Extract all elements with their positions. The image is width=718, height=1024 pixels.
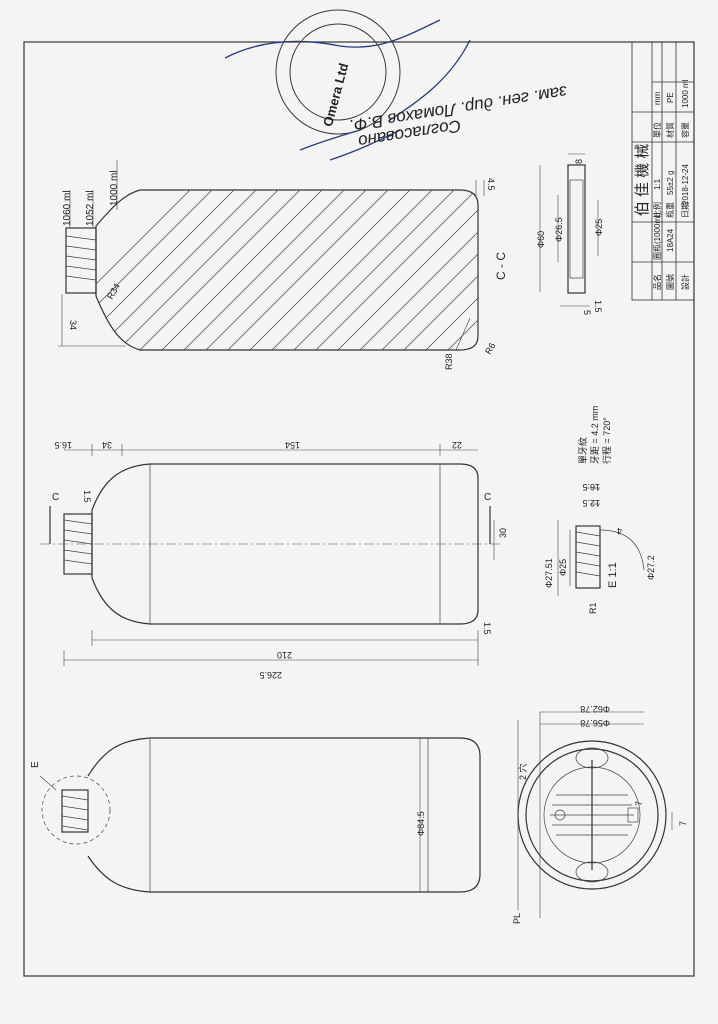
side-dim: 30	[498, 528, 508, 538]
title-cell: 2018-12-24	[681, 164, 690, 205]
neck-dim: 1.5	[593, 300, 603, 313]
neck-dim: 5	[582, 310, 592, 315]
title-cell: 圓瓶(1000ml)	[652, 212, 662, 260]
section-mark-bottom: C	[484, 492, 491, 503]
title-cell: 瓶重	[665, 202, 675, 218]
side-dim: 154	[285, 440, 300, 450]
detail-e-dim: R1	[588, 602, 598, 614]
section-hatch-line	[239, 190, 421, 350]
section-hatch-line	[327, 190, 478, 350]
side-view: 16.5 34 154 22 1.5 30 1.5 210 226.5 C C	[40, 440, 508, 680]
section-hatch-line	[217, 190, 399, 350]
detail-e-label: E 1:1	[607, 562, 619, 588]
bottom-hole-label: 2 穴	[517, 763, 528, 780]
neck-dim: Φ60	[536, 231, 546, 248]
neck-dim: Φ26.5	[554, 217, 564, 242]
sheet-border	[23, 41, 695, 977]
title-cell: 日期	[681, 202, 690, 218]
volume-1000: 1000 ml	[109, 170, 120, 206]
detail-e-dim: 12.5	[582, 498, 600, 508]
section-hatch-line	[96, 190, 223, 350]
section-hatch-line	[526, 180, 706, 360]
side-dim: 1.5	[82, 490, 92, 503]
bottom-dim: Φ56.78	[580, 718, 610, 728]
section-hatch-line	[548, 180, 718, 360]
stamp-text: Omera Ltd	[320, 61, 351, 128]
section-dim-r38: R38	[444, 353, 454, 370]
detail-e-dim: 16.5	[582, 482, 600, 492]
title-cell: 品名	[652, 274, 662, 290]
neck-section-view: 8 Φ60 Φ26.5 Φ25 5 1.5	[536, 153, 604, 315]
bottom-dim: 7	[634, 801, 644, 806]
section-dim-top: 34	[68, 320, 78, 330]
section-hatch-line	[371, 190, 478, 350]
section-hatch-line	[96, 190, 245, 350]
bottom-dim: Φ62.78	[580, 704, 610, 714]
section-hatch-line	[195, 190, 377, 350]
neck-dim: 8	[574, 159, 584, 164]
section-hatch-line	[173, 190, 355, 350]
bottom-dim: 7	[678, 821, 688, 826]
title-block-company: 伯 佳 機 械	[634, 144, 651, 217]
side-dim: 34	[102, 440, 112, 450]
section-hatch-line	[349, 190, 478, 350]
signature	[224, 19, 471, 161]
bottom-view: Φ62.78 Φ56.78 7 7 PL 2 穴	[512, 704, 688, 924]
title-cell: 1000 ml	[681, 79, 690, 108]
section-hatch-line	[96, 190, 267, 350]
section-dim-r6: R6	[483, 341, 497, 356]
title-cell: 容量	[680, 122, 690, 138]
detail-callout-e: E	[30, 761, 41, 768]
section-label: C - C	[494, 252, 508, 280]
section-hatch-line	[393, 190, 478, 350]
section-hatch-line	[305, 190, 478, 350]
side-dim: 226.5	[259, 670, 282, 680]
title-cell: 比例	[652, 202, 662, 218]
front-view: Φ84.5 E	[30, 737, 481, 893]
title-cell: 18A24	[666, 228, 675, 252]
volume-1060: 1060 ml	[62, 190, 73, 226]
bottom-pl-label: PL	[512, 913, 522, 924]
section-hatch-line	[415, 190, 478, 350]
section-hatch-line	[151, 190, 333, 350]
detail-e-view: 16.5 12.5 4 Φ27.51 Φ25 Φ27.2 R1 E 1:1	[544, 482, 656, 614]
section-hatch-line	[107, 190, 289, 350]
title-cell: 材質	[665, 122, 675, 138]
title-cell: 單位	[652, 122, 662, 138]
side-dim: 16.5	[54, 440, 72, 450]
detail-e-dim: Φ27.2	[646, 555, 656, 580]
section-hatch-line	[261, 190, 443, 350]
section-hatch-line	[96, 190, 201, 350]
title-cell: PE	[666, 92, 675, 103]
detail-e-dim: Φ27.51	[544, 558, 554, 588]
side-dim: 1.5	[482, 622, 492, 635]
thread-notes: 單牙紋 牙距 = 4.2 mm 行程 = 720°	[577, 406, 612, 464]
title-cell: 設計	[680, 274, 690, 290]
volume-1052: 1052 ml	[85, 190, 96, 226]
section-hatch-line	[437, 190, 478, 350]
title-cell: 55±2 g	[666, 171, 675, 195]
section-hatch-line	[283, 190, 465, 350]
detail-e-dim: Φ25	[558, 559, 568, 576]
section-dim-r34: R34	[105, 282, 122, 301]
title-cell: mm	[653, 91, 662, 105]
thread-note: 行程 = 720°	[601, 417, 612, 464]
section-dim-base: 4.5	[486, 178, 496, 191]
detail-e-dim: 4	[617, 526, 622, 536]
side-dim: 210	[277, 650, 292, 660]
section-hatch-line	[459, 190, 478, 350]
neck-dim: Φ25	[594, 219, 604, 236]
front-diameter: Φ84.5	[416, 811, 426, 836]
thread-note: 牙距 = 4.2 mm	[590, 406, 600, 464]
section-view-c-c: 34 R34 R38 R6 4.5 1060 ml 1052 ml 1000 m…	[58, 160, 718, 370]
title-block: 伯 佳 機 械 品名 圓瓶(1000ml) 比例 1:1 單位 mm 圖號 18…	[631, 41, 695, 301]
thread-note: 單牙紋	[577, 437, 588, 464]
title-cell: 圖號	[665, 274, 675, 290]
section-hatch-line	[129, 190, 311, 350]
title-cell: 1:1	[653, 178, 662, 190]
section-mark-top: C	[52, 492, 59, 503]
side-dim: 22	[452, 440, 462, 450]
